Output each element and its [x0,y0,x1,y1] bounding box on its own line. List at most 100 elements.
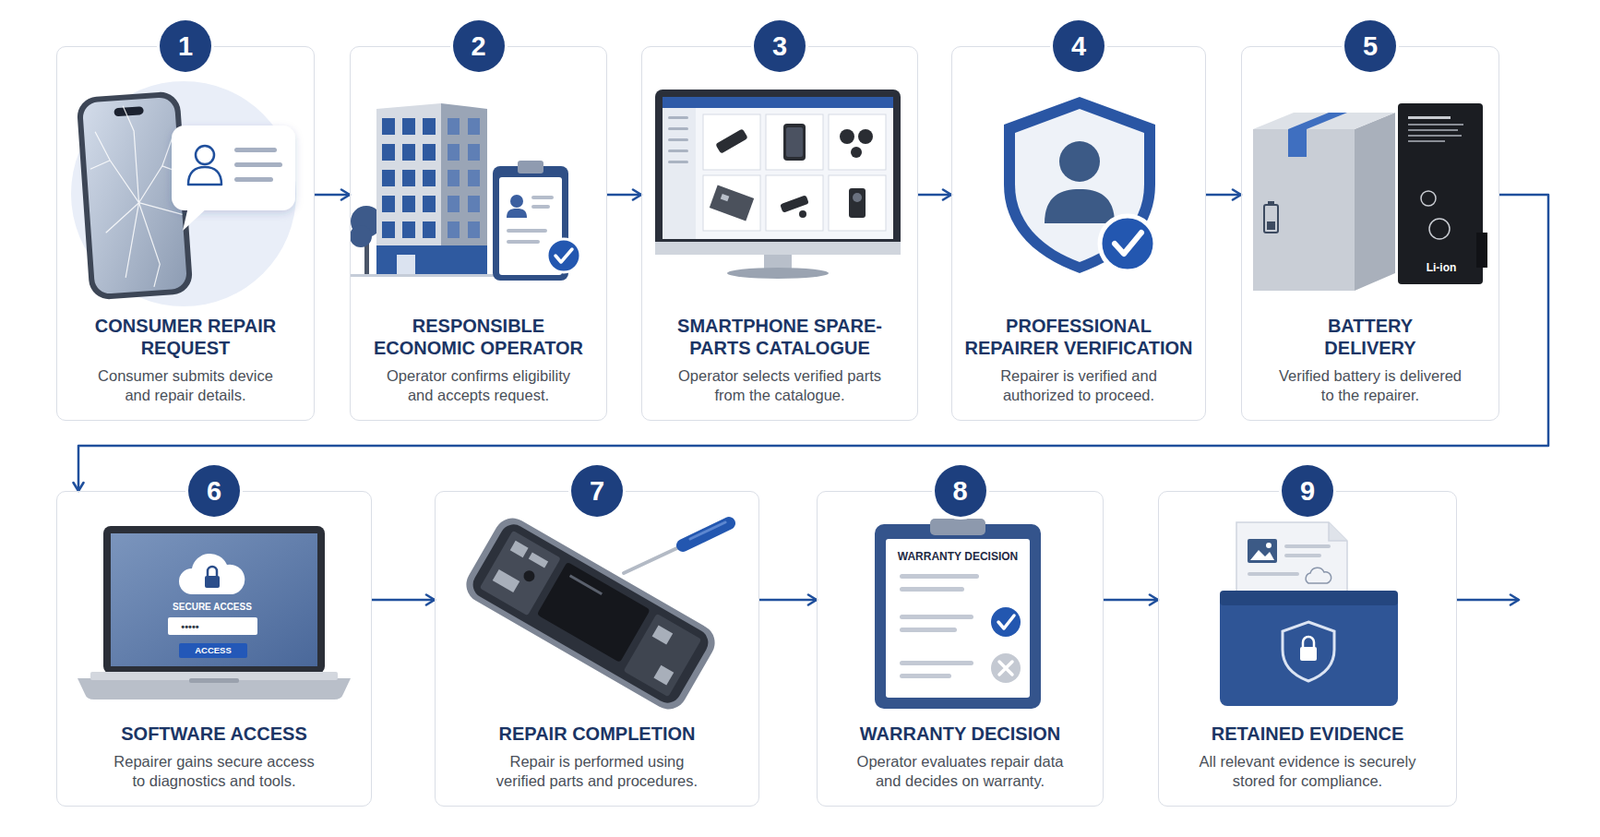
clipboard-check-icon [506,228,548,233]
battery-illustration [1397,103,1483,285]
step-description: Operator evaluates repair data and decid… [849,752,1072,791]
battery-illustration [1476,232,1488,268]
step-number-badge: 8 [934,465,987,517]
phone-repair-illustration [569,573,603,596]
operator-building-illustration [376,245,488,275]
evidence-archive-illustration [1284,553,1322,558]
catalogue-monitor-illustration [703,114,761,170]
request-bubble-icon [188,167,222,185]
phone-repair-illustration [623,613,702,697]
flow-arrow [78,194,1549,491]
step-heading: SMARTPHONE SPARE-PARTS CATALOGUE [649,314,910,359]
delivery-box-illustration [1266,221,1276,230]
delivery-box-illustration [1354,112,1396,291]
verification-shield-icon [1044,189,1115,224]
cracked-phone-illustration [104,202,142,234]
step-description: Repair is performed using verified parts… [491,752,703,791]
phone-repair-illustration [682,523,729,546]
evidence-archive-illustration [1305,567,1332,584]
evidence-archive-illustration [1250,549,1275,561]
clipboard-check-icon [517,160,544,174]
delivery-box-illustration [1264,204,1278,233]
flow-arrow [759,598,817,602]
warranty-clipboard-illustration [998,615,1015,629]
step-number-badge: 4 [1052,20,1105,72]
warranty-clipboard-illustration [899,627,957,633]
step-number: 4 [1071,33,1087,60]
flow-arrow [314,193,350,197]
evidence-archive-illustration [1219,595,1398,706]
secure-laptop-illustration [103,525,325,674]
clipboard-check-icon [555,249,573,263]
warranty-clipboard-illustration [991,653,1021,683]
verification-shield-icon [1114,232,1142,254]
battery-illustration [1429,218,1450,239]
verification-shield-icon [1003,96,1156,274]
flow-arrow [607,193,642,197]
catalogue-monitor-illustration [655,89,901,254]
catalogue-monitor-illustration [828,175,886,231]
evidence-archive-illustration [1300,646,1317,661]
secure-laptop-illustration [179,553,245,595]
cracked-phone-illustration [113,106,144,117]
catalogue-monitor-illustration [727,267,829,279]
step-card: PROFESSIONAL REPAIRER VERIFICATIONRepair… [951,46,1206,421]
battery-illustration [1397,103,1488,285]
step-number-badge: 2 [453,20,505,72]
catalogue-monitor-illustration [715,128,748,154]
phone-repair-illustration [653,665,674,686]
delivery-box-illustration [1253,112,1396,130]
operator-building-illustration [444,116,486,242]
warranty-clipboard-illustration [899,614,974,620]
catalogue-monitor-illustration [668,127,689,131]
clipboard-check-icon [547,238,581,273]
verification-shield-icon [1003,96,1156,274]
catalogue-monitor-illustration [662,107,696,239]
delivery-box-illustration [1288,129,1307,157]
step-number: 5 [1362,33,1378,60]
catalogue-monitor-illustration [828,114,886,170]
step-card: RESPONSIBLE ECONOMIC OPERATOROperator co… [349,46,608,421]
trailing-arrow [1456,599,1519,601]
catalogue-monitor-illustration [668,138,689,142]
cracked-phone-illustration [71,81,297,307]
phone-repair-illustration [521,568,537,584]
step-number: 9 [1300,477,1315,505]
step-number-badge: 1 [159,20,212,72]
step-number: 6 [206,477,222,505]
step-card: WARRANTY DECISION Operator evaluates repa… [816,490,1104,807]
battery-illustration [1408,129,1458,132]
battery-illustration [1408,116,1451,120]
catalogue-monitor-illustration [720,193,730,202]
catalogue-monitor-illustration [779,194,810,214]
delivery-box-illustration [1253,112,1396,291]
catalogue-monitor-illustration [848,188,866,218]
secure-laptop-illustration [77,678,351,700]
trailing-arrow [1456,598,1519,602]
step-number: 1 [178,33,193,60]
request-bubble-icon [182,206,209,231]
catalogue-monitor-illustration [839,129,855,144]
catalogue-monitor-illustration [764,254,792,270]
operator-building-illustration [380,116,442,242]
evidence-archive-illustration [1284,544,1331,549]
catalogue-monitor-illustration [668,160,689,164]
phone-repair-illustration [652,624,674,645]
step-number: 8 [952,477,968,505]
catalogue-monitor-illustration [655,241,901,255]
step-heading: WARRANTY DECISION [826,722,1095,745]
flow-arrow [918,193,952,197]
clipboard-check-icon [506,208,527,218]
clipboard-check-icon [531,204,550,209]
step-heading: BATTERY DELIVERY [1296,314,1445,359]
catalogue-monitor-illustration [783,123,806,161]
screen-label: SECURE ACCESS [172,602,252,612]
catalogue-monitor-illustration [765,114,824,170]
secure-laptop-illustration [204,575,220,588]
clipboard-check-icon [506,239,540,244]
cracked-phone-illustration [122,105,139,203]
step-number: 2 [470,33,486,60]
